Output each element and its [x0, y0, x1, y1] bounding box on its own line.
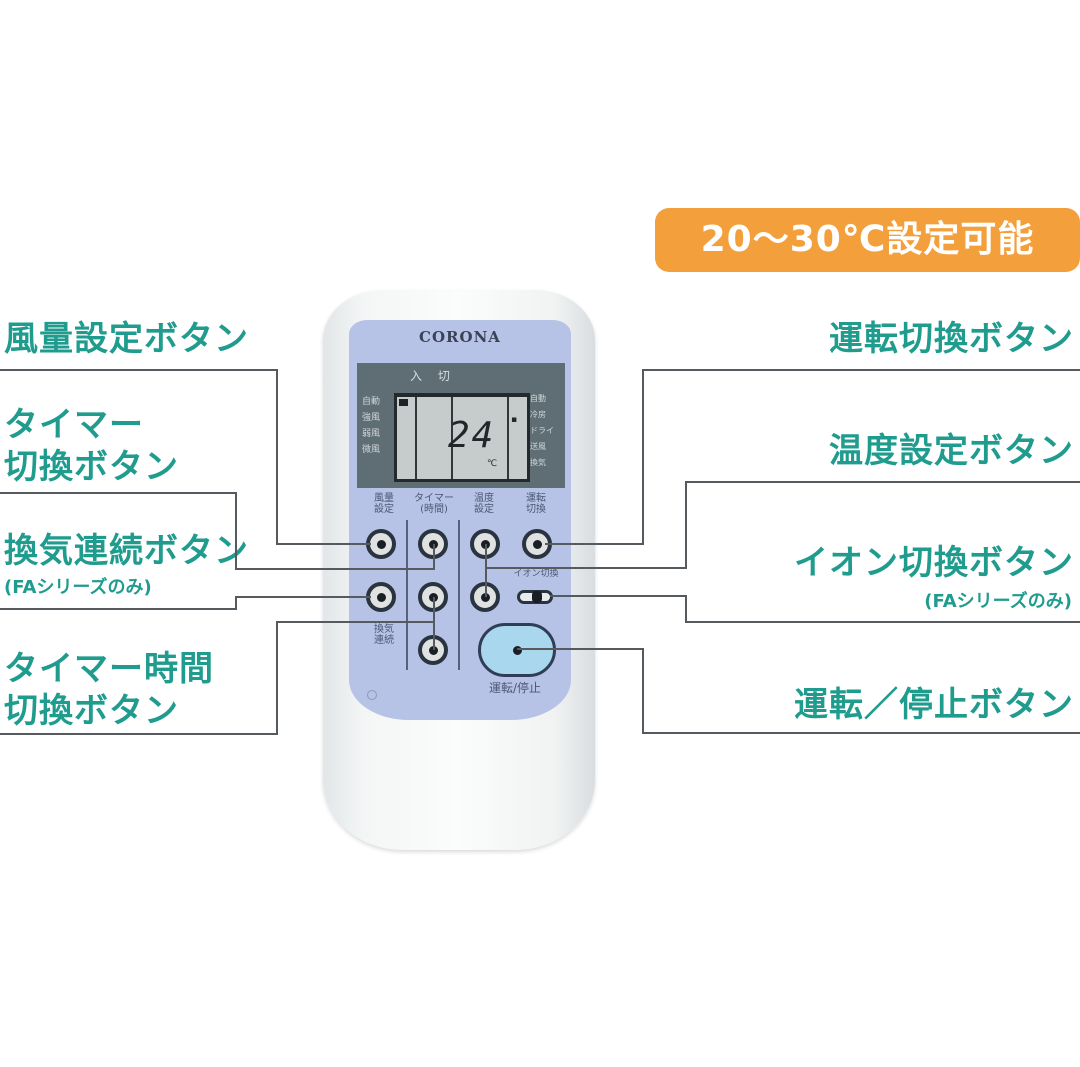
leader-line	[485, 544, 487, 597]
mode-label: 強風	[362, 413, 381, 423]
mode-button-label: 運転切換	[526, 493, 546, 515]
column-divider	[458, 520, 460, 670]
fan-button-label: 風量設定	[374, 493, 394, 515]
lcd-divider	[507, 397, 509, 479]
leader-line	[0, 369, 278, 371]
leader-line	[433, 544, 435, 570]
leader-line	[685, 481, 687, 569]
callout-timer-switch: タイマー切換ボタン	[4, 405, 179, 487]
leader-line	[276, 369, 278, 545]
leader-line	[0, 733, 278, 735]
leader-line	[517, 648, 644, 650]
mode-label: 微風	[362, 445, 381, 455]
leader-line	[642, 369, 1080, 371]
leader-line	[642, 369, 644, 545]
temperature-readout: 24	[448, 415, 496, 456]
callout-timer-time: タイマー時間切換ボタン	[4, 649, 214, 731]
temperature-range-badge: 20～30℃設定可能	[655, 208, 1080, 272]
leader-line	[642, 732, 1080, 734]
leader-line	[550, 595, 687, 597]
leader-line	[685, 595, 687, 623]
ion-switch-toggle[interactable]	[517, 590, 553, 604]
temperature-unit: ℃	[487, 459, 498, 469]
mode-label: 送風	[530, 442, 546, 451]
callout-mode-switch: 運転切換ボタン	[829, 319, 1074, 359]
leader-line	[235, 596, 371, 598]
leader-line	[235, 596, 237, 610]
callout-vent-note: (FAシリーズのみ)	[4, 577, 152, 598]
callout-vent-continuous: 換気連続ボタン	[4, 531, 249, 571]
left-mode-list: 自動 強風 弱風 微風	[362, 394, 380, 458]
column-divider	[406, 520, 408, 670]
lcd-divider	[415, 397, 417, 479]
mode-label: 自動	[530, 394, 546, 403]
power-start-stop-button[interactable]	[478, 623, 556, 677]
timer-button-label: タイマー(時間)	[414, 493, 454, 515]
mode-label: 弱風	[362, 429, 381, 439]
lcd-indicator	[399, 399, 408, 406]
leader-line	[276, 621, 434, 623]
callout-ion-note: (FAシリーズのみ)	[924, 591, 1072, 612]
leader-line	[276, 621, 278, 735]
lcd-screen	[394, 393, 530, 482]
degree-indicator-icon: ▪	[511, 415, 518, 425]
leader-line	[545, 543, 644, 545]
display-on-off-label: 入 切	[410, 369, 456, 383]
leader-line	[433, 597, 435, 650]
callout-ion-switch: イオン切換ボタン	[794, 543, 1074, 583]
leader-line	[685, 481, 1080, 483]
mode-label: ドライ	[530, 426, 554, 435]
leader-line	[235, 568, 435, 570]
mode-label: 自動	[362, 397, 381, 407]
power-button-label: 運転/停止	[488, 681, 542, 695]
temp-button-label: 温度設定	[474, 493, 494, 515]
lcd-divider	[451, 397, 453, 479]
leader-line	[235, 492, 237, 570]
callout-fan-speed: 風量設定ボタン	[4, 319, 249, 359]
leader-line	[276, 543, 371, 545]
mode-label: 冷房	[530, 410, 546, 419]
callout-temp-set: 温度設定ボタン	[829, 431, 1074, 471]
indicator-led	[367, 690, 377, 700]
brand-logo: CORONA	[419, 328, 501, 346]
leader-line	[0, 492, 237, 494]
mode-label: 換気	[530, 458, 546, 467]
vent-button-label: 換気連続	[374, 624, 394, 646]
leader-line	[486, 567, 687, 569]
callout-power: 運転／停止ボタン	[794, 685, 1074, 725]
right-mode-list: 自動 冷房 ドライ 送風 換気	[530, 391, 554, 471]
leader-line	[642, 648, 644, 734]
leader-line	[0, 608, 237, 610]
ion-button-label: イオン切換	[513, 569, 559, 579]
leader-line	[685, 621, 1080, 623]
